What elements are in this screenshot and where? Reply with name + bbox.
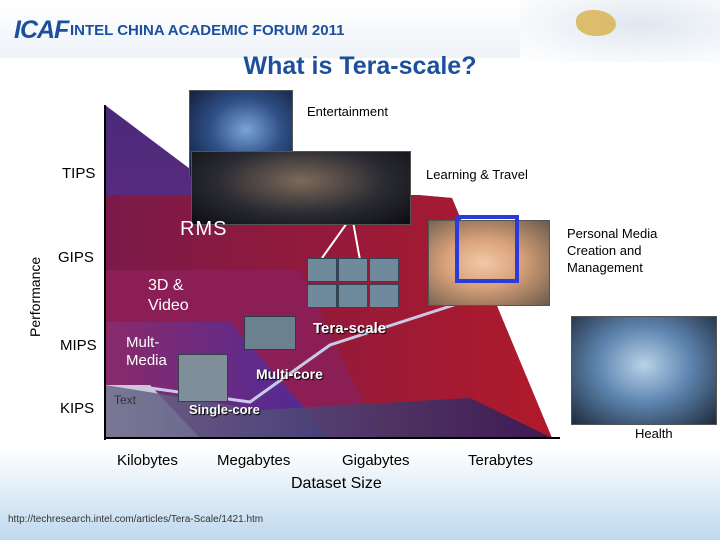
- slide-title: What is Tera-scale?: [243, 52, 477, 80]
- learning-photo: [191, 151, 411, 225]
- era-tera-scale: Tera-scale: [313, 320, 387, 337]
- tera-scale-chip-grid: [305, 250, 401, 314]
- region-multimedia: Mult- Media: [126, 334, 167, 369]
- core-chip: [369, 284, 399, 308]
- baby-photo: [428, 220, 550, 306]
- forum-title: INTEL CHINA ACADEMIC FORUM 2011: [70, 22, 345, 39]
- region-text: Text: [114, 393, 137, 407]
- y-axis-label: Performance: [27, 256, 43, 337]
- core-chip: [338, 258, 368, 282]
- core-chip: [338, 284, 368, 308]
- y-tick-tips: TIPS: [62, 165, 96, 182]
- y-tick-gips: GIPS: [58, 249, 94, 266]
- app-health: Health: [635, 426, 673, 441]
- highlight-frame: [455, 215, 519, 283]
- header-bar: ICAF INTEL CHINA ACADEMIC FORUM 2011: [0, 0, 720, 62]
- x-axis-label: Dataset Size: [291, 475, 382, 492]
- y-tick-mips: MIPS: [60, 337, 97, 354]
- core-chip: [369, 258, 399, 282]
- region-3d-video: 3D & Video: [148, 277, 189, 314]
- y-tick-kips: KIPS: [60, 400, 95, 417]
- health-photo: [571, 316, 717, 425]
- era-multi-core: Multi-core: [256, 366, 323, 382]
- core-chip: [307, 284, 337, 308]
- core-chip: [307, 258, 337, 282]
- source-url[interactable]: http://techresearch.intel.com/articles/T…: [8, 514, 264, 525]
- x-tick-gigabytes: Gigabytes: [342, 452, 410, 469]
- floor-band: [105, 385, 552, 438]
- china-map-icon: [576, 10, 616, 36]
- x-tick-terabytes: Terabytes: [468, 452, 534, 469]
- app-personal-media: Personal Media Creation and Management: [567, 226, 658, 275]
- footer-gradient: [0, 448, 720, 540]
- x-tick-kilobytes: Kilobytes: [117, 452, 178, 469]
- app-entertainment: Entertainment: [307, 104, 388, 119]
- app-learning-travel: Learning & Travel: [426, 167, 528, 182]
- globe-graphic: [520, 0, 720, 62]
- x-tick-megabytes: Megabytes: [217, 452, 291, 469]
- multi-core-chip: [244, 316, 296, 350]
- icaf-logo: ICAF: [14, 16, 69, 44]
- era-single-core: Single-core: [189, 402, 260, 417]
- single-core-chip: [178, 354, 228, 402]
- region-rms: RMS: [180, 218, 228, 240]
